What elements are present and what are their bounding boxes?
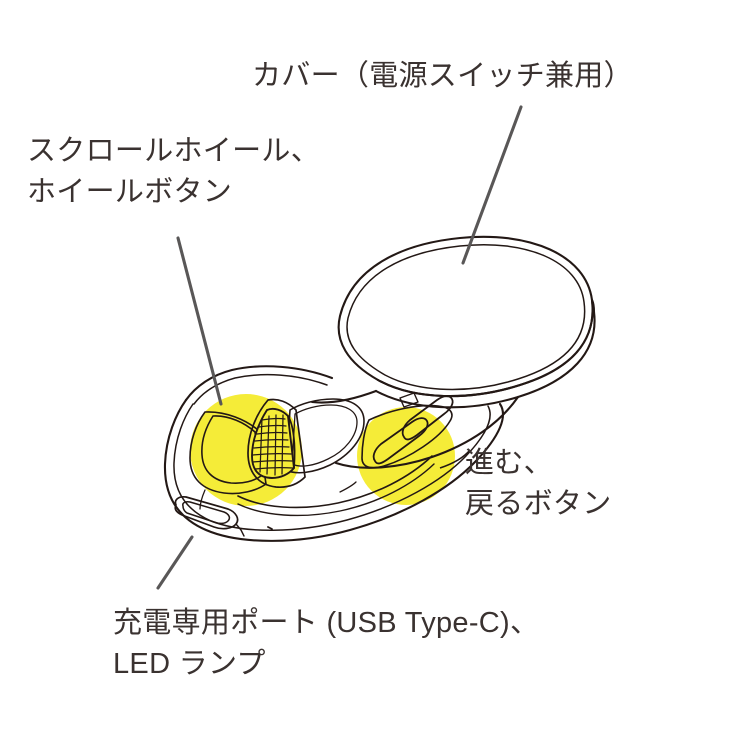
- leader-lines: [156, 105, 523, 590]
- mouse-base-outline: [163, 398, 505, 542]
- mouse-rear-rim-inner: [193, 373, 328, 405]
- right-click-button: [285, 398, 365, 474]
- cover-tail-upper: [310, 389, 378, 404]
- forward-button[interactable]: [401, 395, 454, 441]
- side-buttons-group[interactable]: [361, 395, 454, 469]
- cover-seam-notch: [399, 392, 419, 408]
- mouse-base-inner-outline: [173, 403, 491, 531]
- scroll-wheel-right-face: [287, 415, 296, 469]
- front-edge-detail-right: [339, 481, 357, 493]
- callout-side-buttons-line1: 進む、: [465, 447, 553, 479]
- led-lamp: [267, 526, 273, 530]
- front-lip: [237, 455, 433, 509]
- highlight-group: [190, 394, 455, 506]
- button-bezel-left-opening: [189, 411, 267, 495]
- wheel-channel-outer: [247, 398, 306, 488]
- highlight-circle-side-buttons: [357, 407, 455, 505]
- callout-scroll-wheel-line1: スクロールホイール、: [27, 135, 321, 167]
- callout-charging-port-line2: LED ランプ: [113, 648, 266, 681]
- callout-charging-port-line1: 充電専用ポート (USB Type-C)、: [113, 607, 540, 639]
- callout-scroll-wheel: スクロールホイール、 ホイールボタン: [27, 131, 320, 213]
- leader-line-cover: [461, 105, 523, 265]
- cover-top-inner-edge: [346, 244, 586, 391]
- callout-scroll-wheel-line2: ホイールボタン: [27, 176, 233, 209]
- front-lip-lower: [237, 463, 435, 517]
- left-click-button: [201, 415, 262, 484]
- right-click-button-inner: [291, 404, 358, 467]
- callout-side-buttons: 進む、 戻るボタン: [465, 443, 612, 525]
- leader-lines-secondary: [439, 449, 471, 469]
- cover-side-band: [376, 298, 594, 398]
- leader-line-charging-port: [156, 535, 194, 590]
- leader-line-side-buttons: [439, 449, 471, 469]
- cover-band-cap-right: [590, 298, 596, 314]
- callout-cover: カバー（電源スイッチ兼用）: [252, 56, 633, 97]
- callout-side-buttons-line2: 戻るボタン: [465, 488, 612, 521]
- charging-port-slot: [182, 501, 231, 525]
- mouse-rear-rim: [184, 365, 334, 402]
- back-button[interactable]: [372, 417, 429, 465]
- leader-line-scroll-wheel: [176, 236, 223, 406]
- scroll-wheel[interactable]: [251, 407, 296, 479]
- callout-charging-port: 充電専用ポート (USB Type-C)、 LED ランプ: [113, 603, 539, 685]
- front-edge-detail-left: [199, 489, 206, 510]
- callout-cover-line1: カバー（電源スイッチ兼用）: [252, 60, 633, 92]
- mouse-body: [163, 235, 596, 542]
- charging-port-side-wall: [235, 523, 245, 537]
- scroll-wheel-ridges: [252, 414, 294, 476]
- charging-port: [174, 496, 273, 537]
